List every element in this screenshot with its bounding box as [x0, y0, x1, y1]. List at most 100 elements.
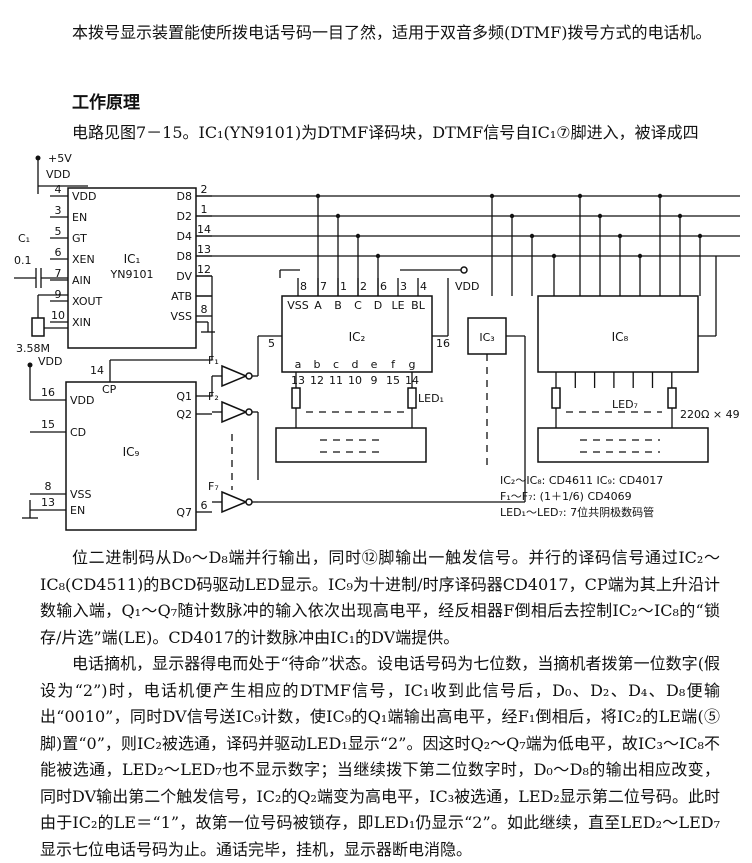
ic1-pin-label: D2: [177, 210, 192, 223]
ic2-vdd-label: VDD: [455, 280, 479, 293]
ic2-le-pin: 5: [268, 337, 275, 350]
section-heading: 工作原理: [72, 93, 140, 113]
ic1-pin-label: AIN: [72, 274, 91, 287]
ic1-pin-label: XOUT: [72, 295, 103, 308]
ic9-pin-label: VSS: [70, 488, 92, 501]
ic1-pin-num: 8: [201, 303, 208, 316]
gate-label: F₁: [208, 354, 219, 367]
ic1-pin-num: 5: [55, 225, 62, 238]
ic9-cp-pin: 14: [90, 364, 104, 377]
ic2-seg-label: c: [333, 358, 339, 371]
ic3-name: IC₃: [479, 331, 494, 344]
ic9-pin-label: Q1: [176, 390, 192, 403]
ic2-box: [281, 295, 433, 373]
ic9-pin-num: 8: [45, 480, 52, 493]
ic1-pin-num: 4: [55, 183, 62, 196]
inverter-gate: F₁: [208, 354, 258, 388]
ic2-pin-label: A: [314, 299, 322, 312]
supply-vdd-label: VDD: [46, 168, 70, 181]
crystal: [31, 317, 45, 337]
ic1-pin-label: D4: [177, 230, 192, 243]
paragraph-2: 位二进制码从D₀～D₈端并行输出，同时⑫脚输出一触发信号。并行的译码信号通过IC…: [40, 548, 720, 647]
ic8-box: [537, 295, 699, 373]
ic1-pin-label: VSS: [171, 310, 193, 323]
ic9-vdd-label: VDD: [38, 355, 62, 368]
ic1-pin-num: 3: [55, 204, 62, 217]
diagram-note: F₁～F₇: (1＋1/6) CD4069: [500, 490, 632, 503]
ic2-pin-num: 4: [420, 280, 427, 293]
ic1-pin-label: D8: [177, 190, 192, 203]
supply-label: +5V: [48, 152, 72, 165]
ic1-pin-num: 10: [51, 309, 65, 322]
ic1-pin-label: XEN: [72, 253, 95, 266]
ic1-pin-label: DV: [176, 270, 192, 283]
diagram-note: IC₂～IC₈: CD4611 IC₉: CD4017: [500, 474, 663, 487]
ic2-seg-label: b: [314, 358, 321, 371]
ic1-pin-label: XIN: [72, 316, 91, 329]
ic1-pin-num: 13: [197, 243, 211, 256]
ic1-pin-num: 2: [201, 183, 208, 196]
ic2-seg-label: f: [391, 358, 396, 371]
ic1-pin-num: 7: [55, 267, 62, 280]
ic2-pin-num: 6: [380, 280, 387, 293]
ic1-part: YN9101: [110, 268, 154, 281]
ic2-pin-num: 3: [400, 280, 407, 293]
ic2-name: IC₂: [349, 330, 366, 344]
ic2-seg-label: e: [371, 358, 378, 371]
ic9-pin-label: CD: [70, 426, 86, 439]
ic2-pin-num: 1: [340, 280, 347, 293]
ic2-pin-num: 2: [360, 280, 367, 293]
intro-paragraph: 本拨号显示装置能使所拨电话号码一目了然，适用于双音多频(DTMF)拨号方式的电话…: [72, 23, 712, 42]
ic2-pin-label: VSS: [287, 299, 309, 312]
ic1-pin-num: 6: [55, 246, 62, 259]
ic2-pin-label: B: [334, 299, 342, 312]
ic2-pin-label: BL: [411, 299, 426, 312]
crystal-label: 3.58M: [16, 342, 50, 355]
c1-value: 0.1: [14, 254, 32, 267]
ic2-seg-num: 10: [348, 374, 362, 387]
ic9-cp-label: CP: [102, 383, 117, 396]
ic2-pin-num: 7: [320, 280, 327, 293]
gate-label: F₇: [208, 480, 219, 493]
ic2-pin-label: D: [374, 299, 382, 312]
ic1-pin-num: 12: [197, 263, 211, 276]
ic9-pin-num: 6: [201, 499, 208, 512]
ic9-pin-label: EN: [70, 504, 85, 517]
ic2-pin-label: LE: [391, 299, 404, 312]
diagram-note: LED₁～LED₇: 7位共阴极数码管: [500, 505, 654, 519]
ic2-seg-num: 11: [329, 374, 343, 387]
led1-display: [275, 427, 427, 463]
ic2-seg-label: g: [409, 358, 416, 371]
ic2-seg-num: 9: [371, 374, 378, 387]
led7-display: [537, 427, 709, 463]
circuit-diagram: +5V VDD IC₁ YN9101 4VDD3EN5GT6XEN7AIN9XO…: [14, 152, 740, 531]
ic2-seg-num: 15: [386, 374, 400, 387]
ic1-pin-label: EN: [72, 211, 87, 224]
ic9-pin-num: 15: [41, 418, 55, 431]
ic2-seg-label: a: [295, 358, 302, 371]
ic9-pin-num: 16: [41, 386, 55, 399]
ic1-pin-label: GT: [72, 232, 87, 245]
paragraph-1: 电路见图7－15。IC₁(YN9101)为DTMF译码块，DTMF信号自IC₁⑦…: [72, 123, 699, 142]
ic2-seg-label: d: [352, 358, 359, 371]
paragraph-3: 电话摘机，显示器得电而处于“待命”状态。设电话号码为七位数，当摘机者拨第一位数字…: [40, 654, 720, 859]
c1-label: C₁: [18, 232, 30, 245]
led1-label: LED₁: [418, 392, 444, 405]
resistor-note: 220Ω × 49: [680, 408, 740, 421]
ic1-pin-label: ATB: [171, 290, 192, 303]
ic2-pin-label: C: [354, 299, 362, 312]
ic2-pin-num: 8: [300, 280, 307, 293]
ic8-name: IC₈: [612, 330, 629, 344]
ic2-seg-num: 12: [310, 374, 324, 387]
ic1-pin-num: 1: [201, 203, 208, 216]
ic9-pin-label: VDD: [70, 394, 94, 407]
ic9-box: [65, 381, 197, 531]
ic9-name: IC₉: [123, 445, 140, 459]
ic1-name: IC₁: [124, 252, 141, 266]
ic9-pin-label: Q2: [176, 408, 192, 421]
ic2-vdd-pin: 16: [436, 337, 450, 350]
ic1-pin-label: VDD: [72, 190, 96, 203]
led7-label: LED₇: [612, 398, 638, 411]
ic2-seg-num: 13: [291, 374, 305, 387]
ic9-pin-num: 13: [41, 496, 55, 509]
